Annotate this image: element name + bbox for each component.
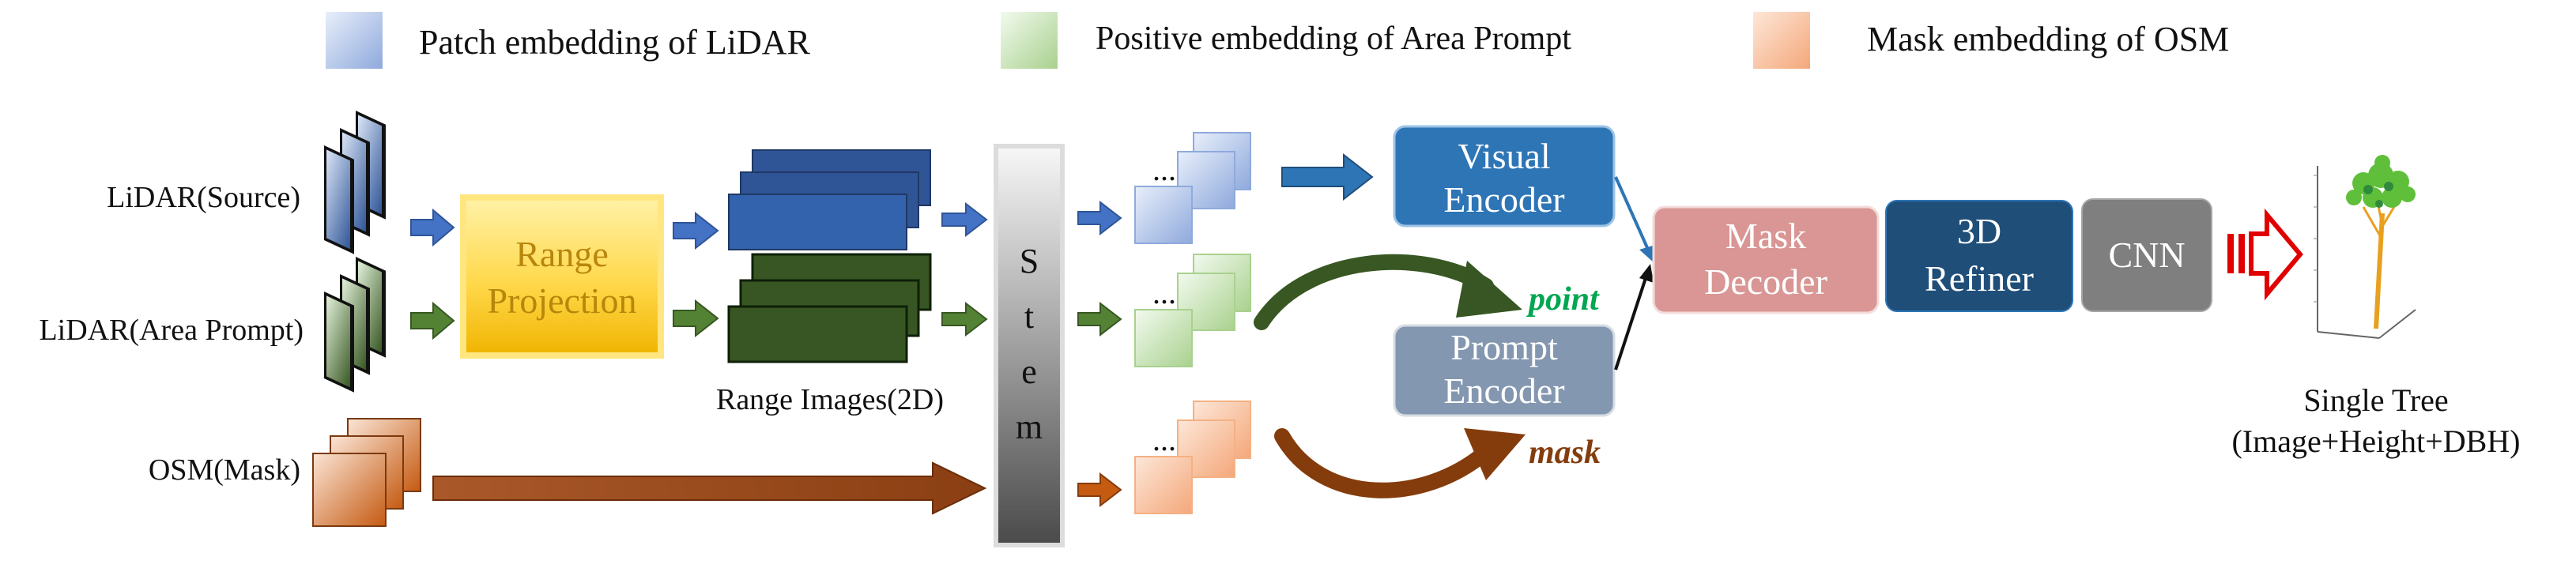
mask-decoder-line1: Mask [1726,216,1806,256]
arrow-prompt-to-decoder-head [1639,264,1654,283]
visual-encoder-line1: Visual [1458,136,1550,176]
arrow-projection-to-range-blue [673,211,719,250]
arrow-lidar-to-projection [410,208,455,247]
arrow-range-green-to-stem [941,301,988,337]
legend: Patch embedding of LiDAR Positive embedd… [326,12,2229,69]
ellipsis-area-prompt: ... [1152,275,1176,310]
arrow-stem-to-green-emb [1077,301,1122,337]
cnn-box [2081,198,2212,312]
ellipsis-osm: ... [1152,422,1176,457]
arrow-prompt-to-projection [410,301,455,340]
output-label-line2: (Image+Height+DBH) [2231,423,2520,459]
range-projection-line1: Range [515,234,609,274]
stem-letter-3: e [1021,352,1037,391]
output-arrow [2227,208,2303,301]
lidar-area-prompt-stack [324,257,386,393]
mask-curve-arrow [1274,428,1494,498]
lidar-patch-embeddings: ... [1134,132,1251,244]
point-curve-arrow [1254,254,1494,330]
output-label-line1: Single Tree [2303,382,2448,418]
prompt-encoder-line1: Prompt [1450,327,1558,367]
range-projection-line2: Projection [487,280,636,321]
visual-encoder-line2: Encoder [1443,179,1564,220]
arrow-stem-to-orange-emb [1077,472,1122,508]
ellipsis-lidar: ... [1152,152,1176,187]
mask-label: mask [1529,434,1601,471]
mask-curve-arrow-head [1464,428,1526,480]
range-images-label: Range Images(2D) [716,383,944,416]
refiner-line2: Refiner [1925,258,2034,299]
arrow-projection-to-range-green [673,299,719,338]
lidar-source-stack [324,111,386,254]
range-images-green [727,253,932,363]
legend-swatch-area-prompt [1001,12,1058,69]
legend-label-area-prompt: Positive embedding of Area Prompt [1096,21,1571,57]
osm-mask-stack [312,418,421,527]
input-label-osm-mask: OSM(Mask) [149,453,300,487]
range-images-blue [728,149,931,250]
single-tree-plot [2314,155,2416,339]
mask-decoder-box [1652,205,1880,314]
stem-letter-1: S [1020,242,1039,280]
arrow-stem-to-blue-emb [1077,200,1122,236]
visual-encoder-box [1393,125,1616,228]
point-curve-arrow-head [1456,261,1522,318]
prompt-encoder-line2: Encoder [1443,371,1564,411]
prompt-encoder-box [1393,324,1616,417]
cnn-label: CNN [2108,235,2185,275]
legend-swatch-lidar [326,12,383,69]
legend-label-osm: Mask embedding of OSM [1867,20,2229,58]
point-label: point [1526,281,1600,318]
mask-decoder-line2: Decoder [1704,261,1827,302]
arrow-to-visual-encoder [1281,152,1374,201]
range-projection-box [460,194,664,359]
arrow-osm-to-stem [432,461,987,515]
input-label-lidar-area-prompt: LiDAR(Area Prompt) [39,314,304,347]
stem-block [994,144,1065,547]
osm-mask-embeddings: ... [1134,401,1251,514]
legend-swatch-osm [1753,12,1810,69]
arrow-range-blue-to-stem [941,201,988,238]
stem-letter-4: m [1016,408,1043,446]
stem-letter-2: t [1024,297,1034,336]
refiner-line1: 3D [1957,211,2001,251]
refiner-box [1885,200,2073,312]
legend-label-lidar: Patch embedding of LiDAR [419,23,811,62]
input-label-lidar-source: LiDAR(Source) [107,181,300,214]
arrow-visual-to-decoder-head [1639,245,1655,264]
arrow-prompt-to-decoder [1614,277,1647,371]
area-prompt-embeddings: ... [1134,254,1251,367]
arrow-visual-to-decoder [1614,176,1650,252]
